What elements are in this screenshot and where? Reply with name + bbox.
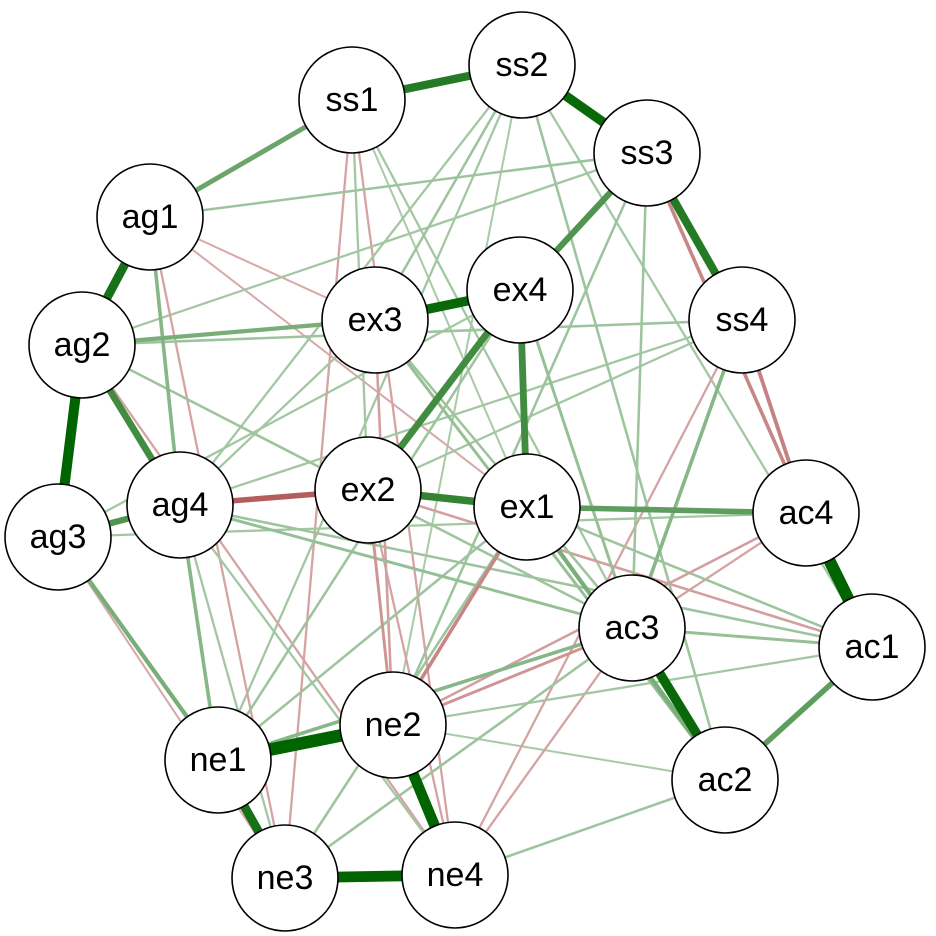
node-ss4: ss4 [688,266,796,374]
node-ex4-label: ex4 [493,271,548,309]
edge-ag4-ne3 [178,504,287,879]
node-ss1: ss1 [298,46,406,154]
edge-ss3-ag2 [81,151,648,347]
edge-ne1-ex1 [217,506,528,761]
node-ne1-circle [164,706,272,814]
node-ag2-circle [28,291,136,399]
node-ac3-label: ac3 [605,609,660,647]
edge-ss2-ne1 [216,64,524,761]
node-ne3: ne3 [231,824,339,932]
edge-ac1-ne2 [392,645,873,727]
node-ex4-circle [466,236,574,344]
edge-ss4-ag4 [179,318,743,507]
node-ne3-circle [231,824,339,932]
edge-ag4-ne4 [179,504,456,876]
node-ac3-circle [578,574,686,682]
node-ac1: ac1 [818,593,926,701]
node-ne1-label: ne1 [190,741,247,779]
edge-ex1-ac1 [526,505,873,649]
node-ex1-circle [473,453,581,561]
node-ag2: ag2 [28,291,136,399]
node-ag1-label: ag1 [122,198,179,236]
node-ac4-circle [752,459,860,567]
node-ag1-circle [96,163,204,271]
node-ag1: ag1 [96,163,204,271]
node-ag3-label: ag3 [30,518,87,556]
node-ac1-circle [818,593,926,701]
node-ss2-label: ss2 [496,46,549,84]
node-ac4-label: ac4 [779,494,834,532]
node-ag3: ag3 [4,483,112,591]
node-ex1: ex1 [473,453,581,561]
node-ss3-label: ss3 [621,134,674,172]
edge-ss3-ac3 [630,152,649,629]
node-ex1-label: ex1 [500,488,555,526]
node-ag4-circle [126,451,234,559]
edge-ne3-ac3 [284,626,633,880]
node-ss4-label: ss4 [716,301,769,339]
edge-ag4-ac3 [179,503,633,630]
node-ac4: ac4 [752,459,860,567]
node-ss3-circle [593,99,701,207]
node-ag4-label: ag4 [152,486,209,524]
edge-ss1-ac3 [350,99,634,629]
node-ne4-label: ne4 [427,856,484,894]
node-ne1: ne1 [164,706,272,814]
node-ag4: ag4 [126,451,234,559]
node-ss4-circle [688,266,796,374]
node-ex2-circle [314,436,422,544]
edge-ss3-ne2 [391,152,649,726]
node-ne2: ne2 [339,671,447,779]
node-layer: ss1 ss2 ss3 ss4 ag1 ag2 ag3 ag4 ex1 ex2 ex3 ex4 ac1 a… [4,11,926,932]
node-ag2-label: ag2 [54,326,111,364]
edge-ex2-ac1 [367,488,873,649]
edge-ag4-ac1 [179,503,873,649]
edge-ss4-ac3 [630,319,744,629]
node-ne4-circle [401,821,509,929]
node-ex3: ex3 [321,266,429,374]
edge-ag1-ex1 [149,216,528,508]
edge-ss4-ex2 [367,318,743,492]
node-ex3-label: ex3 [348,301,403,339]
node-ne2-circle [339,671,447,779]
edge-ag3-ne3 [57,536,286,879]
node-ss2-circle [468,11,576,119]
node-ne2-label: ne2 [365,706,422,744]
node-ex2: ex2 [314,436,422,544]
node-ex2-label: ex2 [341,471,396,509]
node-ac2-label: ac2 [698,761,753,799]
edge-ac2-ne2 [392,723,726,782]
node-ss1-circle [298,46,406,154]
node-ex4: ex4 [466,236,574,344]
edge-ss2-ac2 [520,64,727,781]
edge-ag2-ne4 [81,344,456,876]
node-ac2: ac2 [671,726,779,834]
node-ss3: ss3 [593,99,701,207]
node-ac1-label: ac1 [845,628,900,666]
node-ss2: ss2 [468,11,576,119]
node-ne4: ne4 [401,821,509,929]
node-ac3: ac3 [578,574,686,682]
edge-ss2-ne2 [391,64,524,726]
edge-ag1-ss3 [149,151,648,219]
node-ex3-circle [321,266,429,374]
node-ss1-label: ss1 [326,81,379,119]
node-ag3-circle [4,483,112,591]
edge-ex4-ac3 [518,289,634,629]
node-ac2-circle [671,726,779,834]
node-ne3-label: ne3 [257,859,314,897]
